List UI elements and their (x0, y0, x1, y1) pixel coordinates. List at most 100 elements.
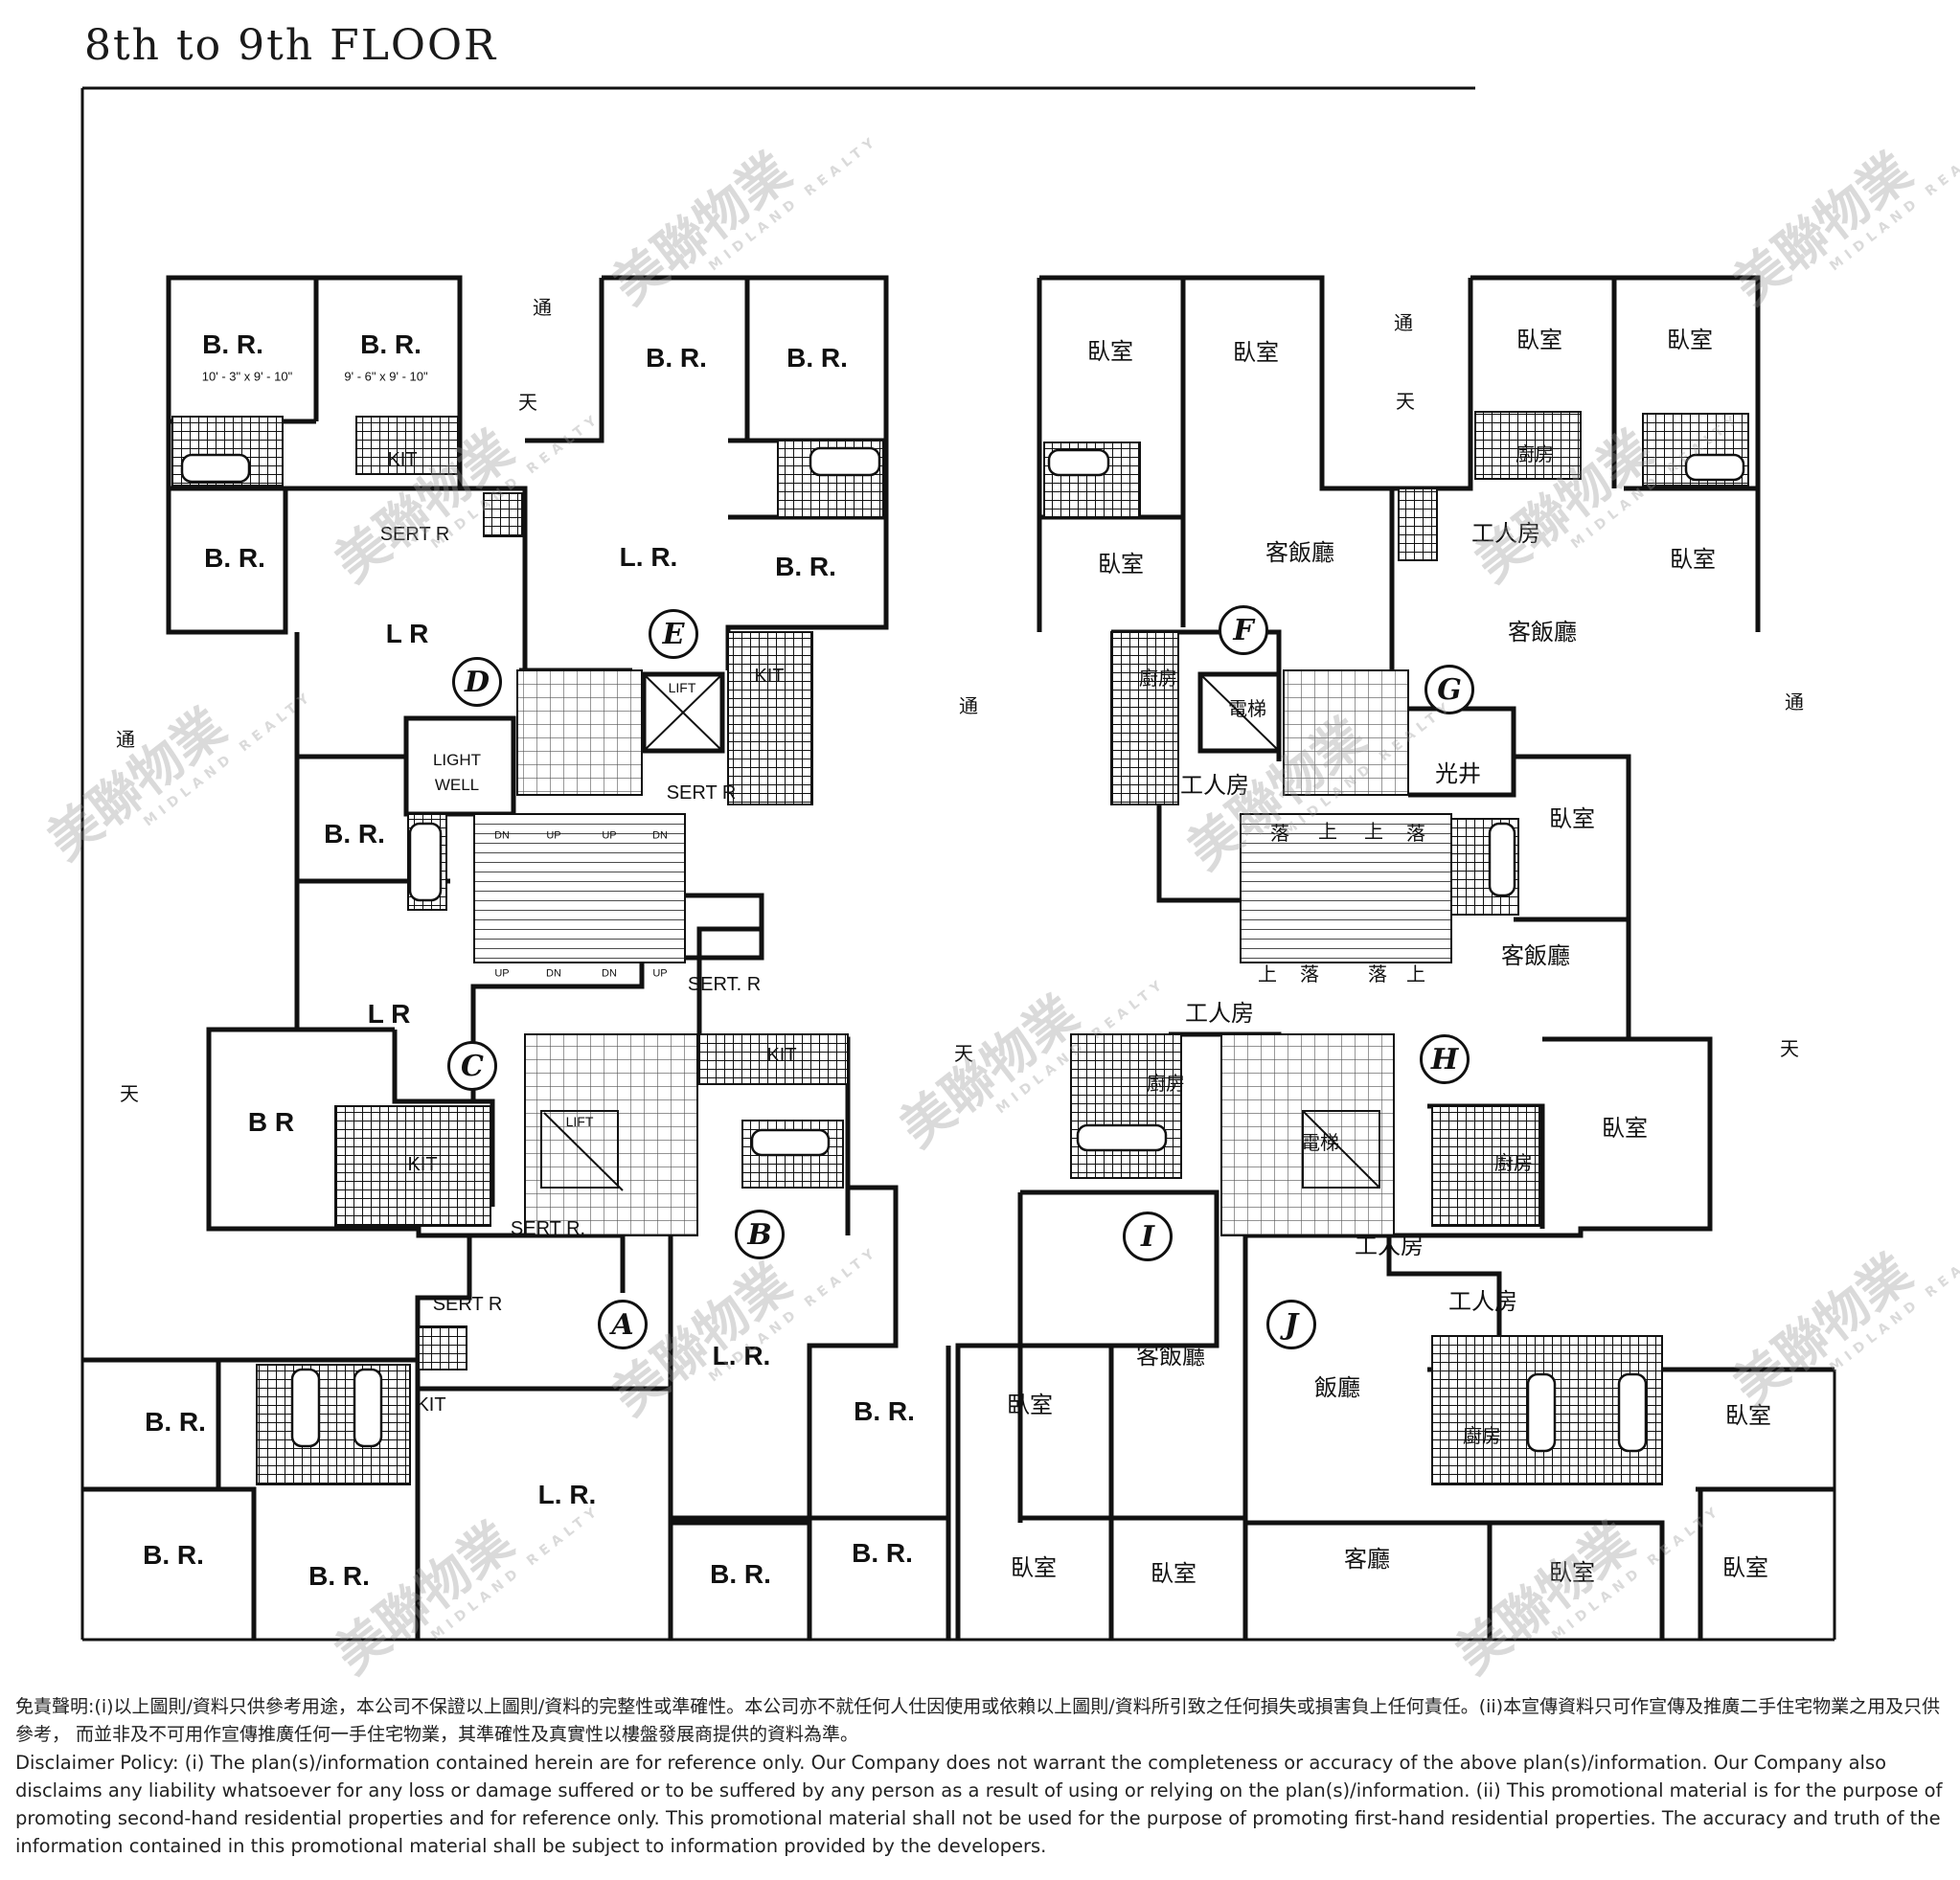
unit-marker-e: E (649, 609, 698, 659)
room-label: 臥室 (1007, 1392, 1053, 1418)
room-label: 客飯廳 (1501, 942, 1570, 969)
room-label: 工人房 (1471, 520, 1540, 547)
room-label: KIT (766, 1045, 797, 1066)
room-label: L. R. (537, 1480, 597, 1509)
floor-plan (80, 86, 1836, 1642)
unit-marker-b: B (735, 1210, 785, 1259)
room-label: 臥室 (1151, 1560, 1197, 1587)
right-circulation (1199, 669, 1452, 1236)
unit-marker-i: I (1123, 1212, 1173, 1261)
room-label: 客飯廳 (1136, 1343, 1205, 1370)
shaft-label: 天 (120, 1082, 139, 1105)
room-label: 臥室 (1233, 339, 1279, 366)
stair-label: UP (494, 967, 510, 980)
room-label: 臥室 (1722, 1554, 1768, 1581)
room-label: SERT R. (510, 1218, 586, 1239)
disclaimer-zh: 免責聲明:(i)以上圖則/資料只供參考用途，本公司不保證以上圖則/資料的完整性或… (15, 1696, 1941, 1745)
room-label: 臥室 (1670, 546, 1716, 573)
room-label: 臥室 (1725, 1402, 1771, 1429)
stair-label: 落 (1368, 963, 1387, 985)
unit-marker-c: C (447, 1041, 497, 1091)
room-label: L. R. (619, 542, 678, 572)
room-label: 臥室 (1549, 1559, 1595, 1586)
unit-marker-d: D (452, 657, 502, 707)
shaft-label: 通 (533, 296, 552, 319)
room-label: B. R. (308, 1561, 370, 1591)
stair-label: 上 (1364, 820, 1383, 843)
room-label: 廚房 (1139, 667, 1177, 690)
lift-label: 電梯 (1301, 1131, 1339, 1154)
stair-label: 上 (1318, 820, 1337, 843)
room-label: B. R. (324, 819, 385, 849)
unit-marker-j: J (1266, 1300, 1316, 1349)
room-label: KIT (407, 1154, 438, 1175)
stair-label: 落 (1270, 822, 1289, 845)
room-label: SERT R (379, 524, 450, 545)
room-label: B. R. (145, 1407, 206, 1437)
right-fixtures (1047, 448, 1745, 1453)
stair-label: UP (652, 967, 668, 980)
disclaimer: 免責聲明:(i)以上圖則/資料只供參考用途，本公司不保證以上圖則/資料的完整性或… (15, 1693, 1945, 1860)
stair-label: UP (602, 829, 617, 842)
disclaimer-en: Disclaimer Policy: (i) The plan(s)/infor… (15, 1752, 1943, 1857)
lift-label: LIFT (565, 1114, 594, 1129)
room-label: B. R. (710, 1559, 771, 1589)
room-label: B. R. (852, 1538, 913, 1568)
room-label: 客飯廳 (1508, 619, 1577, 646)
room-label: 客飯廳 (1265, 539, 1334, 566)
room-dimension: 9' - 6" x 9' - 10" (344, 369, 428, 384)
room-label: 臥室 (1087, 338, 1133, 365)
right-wet-areas (1043, 411, 1749, 1485)
room-label: KIT (416, 1394, 446, 1416)
room-label: B. R. (646, 343, 707, 373)
shaft-label: 通 (1785, 691, 1804, 713)
stair-label: 落 (1406, 822, 1425, 845)
stair-label: DN (494, 829, 510, 842)
light-well-label: LIGHT WELL (432, 751, 482, 794)
lift-label: 電梯 (1228, 697, 1266, 720)
left-circulation (473, 669, 723, 1236)
floor-title: 8th to 9th FLOOR (84, 21, 498, 70)
room-label: 臥室 (1011, 1554, 1057, 1581)
shaft-label: 通 (959, 694, 978, 717)
shaft-label: 通 (1394, 311, 1413, 334)
room-label: SERT R (432, 1294, 503, 1315)
stair-label: DN (546, 967, 561, 980)
shaft-label: 天 (954, 1042, 973, 1065)
shaft-label: 通 (116, 728, 135, 751)
room-label: L R (367, 999, 411, 1029)
room-label: L R (385, 619, 429, 648)
room-label: 臥室 (1667, 327, 1713, 353)
shaft-label: 天 (1396, 390, 1415, 413)
stair-label: UP (546, 829, 561, 842)
unit-marker-a: A (598, 1300, 648, 1349)
left-fixtures (180, 446, 881, 1448)
room-label: 臥室 (1516, 327, 1562, 353)
room-label: KIT (754, 666, 785, 687)
room-label: B. R. (775, 552, 836, 581)
room-label: B. R. (360, 329, 422, 359)
lift-label: LIFT (668, 680, 696, 695)
stair-label: 上 (1258, 963, 1277, 985)
stair-label: 落 (1300, 963, 1319, 985)
shaft-label: 天 (1780, 1037, 1799, 1060)
room-label: 廚房 (1494, 1151, 1533, 1174)
room-dimension: 10' - 3" x 9' - 10" (201, 369, 293, 384)
room-label: SERT R (666, 782, 737, 804)
room-label: 工人房 (1355, 1233, 1424, 1259)
room-label: 工人房 (1448, 1288, 1517, 1315)
room-label: 廚房 (1463, 1424, 1501, 1447)
room-label: 臥室 (1602, 1115, 1648, 1142)
room-label: B. R. (854, 1396, 915, 1426)
room-label: B. R. (143, 1540, 204, 1570)
room-label: 臥室 (1098, 551, 1144, 578)
room-label: 客廳 (1344, 1546, 1390, 1573)
room-label: B. R. (786, 343, 848, 373)
room-label: B. R. (204, 543, 265, 573)
stair-label: DN (602, 967, 617, 980)
room-label: 工人房 (1180, 772, 1249, 799)
unit-marker-g: G (1424, 665, 1474, 714)
stair-label: 上 (1406, 963, 1425, 985)
room-label: B R (247, 1107, 295, 1137)
unit-marker-f: F (1219, 605, 1268, 655)
